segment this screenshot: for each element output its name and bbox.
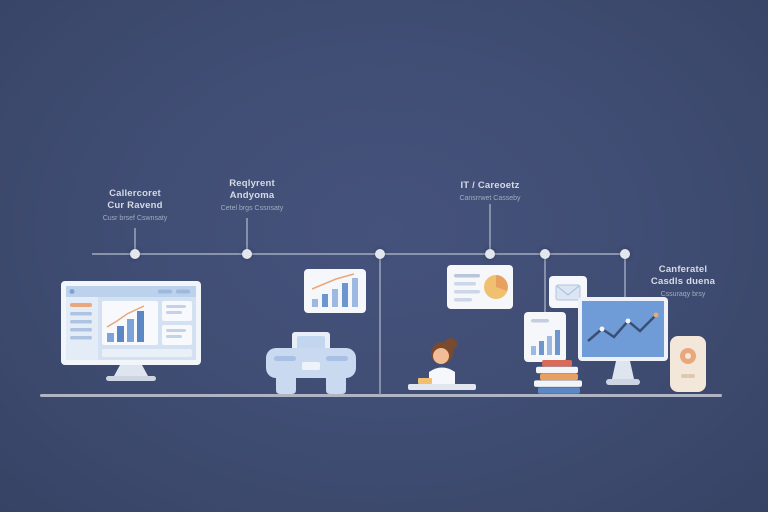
ground-line (40, 394, 722, 397)
milestone-subtitle: Cusr brsef Cswnsaty (102, 214, 168, 222)
milestone-title: Reqlyrent Andyoma (229, 178, 275, 201)
connector-line (134, 228, 136, 254)
document-pie-card-icon (447, 265, 513, 309)
milestone-label-1: Callercoret Cur Ravend Cusr brsef Cswnsa… (65, 188, 205, 223)
connector-line (379, 255, 381, 395)
printer-icon (266, 332, 356, 394)
line-chart-monitor-icon (578, 297, 668, 385)
milestone-title: IT / Careoetz (460, 180, 520, 191)
dashboard-monitor-icon (61, 281, 201, 381)
connector-line (624, 255, 626, 299)
milestone-subtitle: Cetel brgs Cssnsaty (220, 204, 284, 212)
bar-chart-card-icon (304, 269, 366, 313)
small-bar-chart-card-icon (524, 312, 566, 362)
milestone-title: Callercoret Cur Ravend (107, 188, 163, 211)
person-at-desk-icon (408, 338, 476, 390)
timeline-node (485, 249, 495, 259)
timeline-line (92, 253, 630, 255)
timeline-node (130, 249, 140, 259)
milestone-label-4: Canferatel Casdls duena Cssuraqy brsy (618, 264, 748, 299)
timeline-node (620, 249, 630, 259)
timeline-node (242, 249, 252, 259)
connector-line (489, 204, 491, 254)
connector-line (246, 218, 248, 254)
milestone-subtitle: Cssuraqy brsy (660, 290, 706, 298)
envelope-card-icon (549, 276, 587, 308)
speaker-icon (670, 336, 706, 392)
milestone-label-2: Reqlyrent Andyoma Cetel brgs Cssnsaty (182, 178, 322, 213)
timeline-node (540, 249, 550, 259)
milestone-subtitle: Cansrrwet Casseby (459, 194, 521, 202)
timeline-node (375, 249, 385, 259)
milestone-title: Canferatel Casdls duena (650, 264, 716, 287)
milestone-label-3: IT / Careoetz Cansrrwet Casseby (420, 180, 560, 203)
connector-line (544, 255, 546, 313)
book-stack-icon (534, 360, 582, 394)
